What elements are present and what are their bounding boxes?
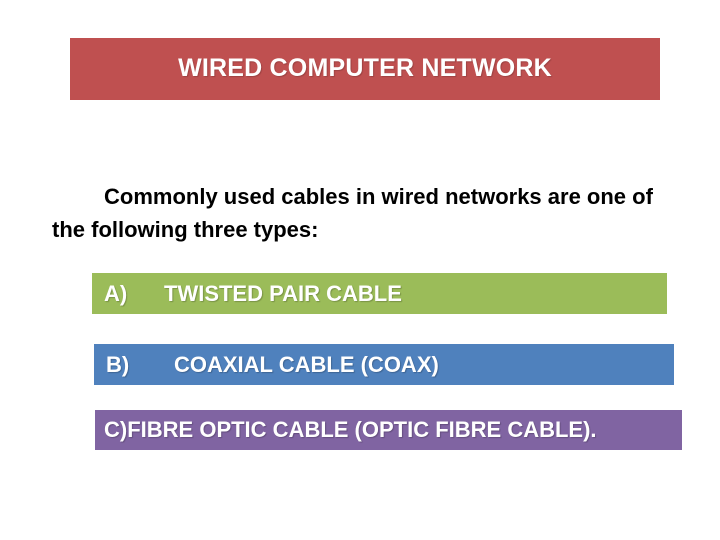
- body-paragraph: Commonly used cables in wired networks a…: [52, 184, 653, 242]
- option-c-label: C)FIBRE OPTIC CABLE (OPTIC FIBRE CABLE).: [104, 417, 597, 442]
- option-b-label: B): [106, 351, 130, 377]
- option-item-b: B) COAXIAL CABLE (COAX): [94, 344, 674, 385]
- option-item-c: C)FIBRE OPTIC CABLE (OPTIC FIBRE CABLE).: [95, 410, 682, 450]
- option-a-label: A): [104, 280, 128, 306]
- option-item-a: A) TWISTED PAIR CABLE: [92, 273, 667, 314]
- option-a-text: TWISTED PAIR CABLE: [164, 280, 402, 306]
- slide-title-banner: WIRED COMPUTER NETWORK: [70, 38, 660, 100]
- page-title: WIRED COMPUTER NETWORK: [178, 53, 552, 82]
- option-b-text: COAXIAL CABLE (COAX): [174, 351, 439, 377]
